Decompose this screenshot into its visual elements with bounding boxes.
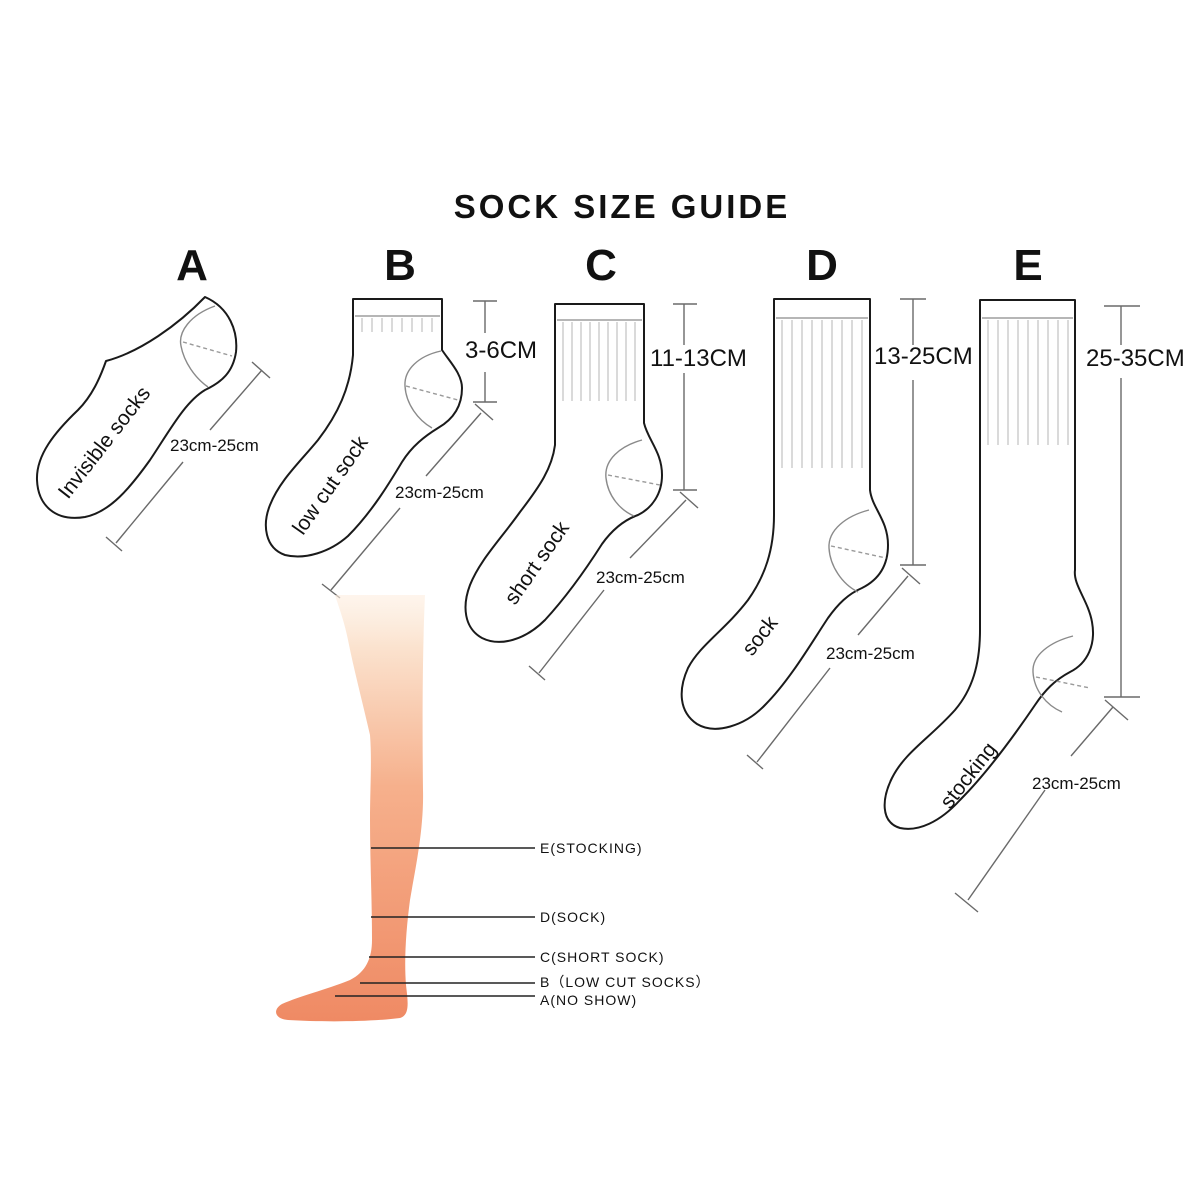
page-title: SOCK SIZE GUIDE bbox=[454, 188, 791, 225]
sock-letter-d: D bbox=[806, 241, 838, 290]
sock-e-illustration: stocking 25-35CM 23cm-25cm bbox=[883, 299, 1185, 913]
leg-label-e: E(STOCKING) bbox=[540, 840, 643, 856]
sock-e-height: 25-35CM bbox=[1086, 345, 1185, 372]
sock-b-foot-length: 23cm-25cm bbox=[395, 483, 484, 502]
sock-d-outline bbox=[680, 298, 889, 730]
sock-a-illustration: Invisible socks 23cm-25cm bbox=[35, 296, 271, 552]
sock-d-illustration: sock 13-25CM 23cm-25cm bbox=[680, 298, 973, 770]
sock-c-foot-length: 23cm-25cm bbox=[596, 568, 685, 587]
sock-letter-e: E bbox=[1013, 241, 1042, 290]
leg-level-lines bbox=[335, 847, 535, 997]
sock-c-height: 11-13CM bbox=[650, 345, 747, 372]
sock-letter-a: A bbox=[176, 241, 208, 290]
sock-a-outline bbox=[35, 296, 238, 519]
sock-e-outline bbox=[883, 299, 1094, 830]
sock-b-height: 3-6CM bbox=[465, 337, 537, 364]
sock-letter-b: B bbox=[384, 241, 416, 290]
sock-c-illustration: short sock 11-13CM 23cm-25cm bbox=[464, 303, 747, 681]
leg-shape bbox=[276, 595, 425, 1022]
sock-b-ribs bbox=[361, 318, 433, 332]
sock-e-ribs bbox=[987, 320, 1069, 445]
sock-c-ribs bbox=[562, 322, 636, 401]
leg-label-a: A(NO SHOW) bbox=[540, 992, 637, 1008]
sock-e-foot-length: 23cm-25cm bbox=[1032, 774, 1121, 793]
sock-b-illustration: low cut sock 3-6CM 23cm-25cm bbox=[264, 298, 537, 599]
leg-illustration bbox=[276, 595, 425, 1022]
sock-d-foot-length: 23cm-25cm bbox=[826, 644, 915, 663]
sock-a-foot-length: 23cm-25cm bbox=[170, 436, 259, 455]
sock-c-outline bbox=[464, 303, 663, 643]
sock-letter-c: C bbox=[585, 241, 617, 290]
sock-d-ribs bbox=[781, 320, 863, 468]
leg-label-b: B（LOW CUT SOCKS） bbox=[540, 974, 711, 990]
leg-label-c: C(SHORT SOCK) bbox=[540, 949, 665, 965]
sock-d-height: 13-25CM bbox=[874, 343, 973, 370]
sock-b-outline bbox=[264, 298, 463, 558]
leg-label-d: D(SOCK) bbox=[540, 909, 606, 925]
